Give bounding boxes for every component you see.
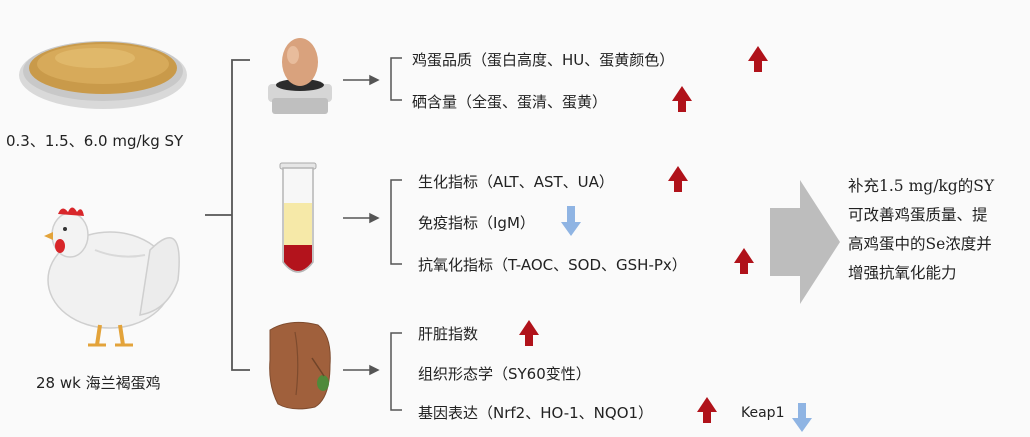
item-egg-quality: 鸡蛋品质（蛋白高度、HU、蛋黄颜色） bbox=[412, 51, 675, 69]
item-biochemical: 生化指标（ALT、AST、UA） bbox=[418, 173, 614, 191]
trend-down-arrow bbox=[792, 403, 812, 432]
item-histomorphology: 组织形态学（SY60变性） bbox=[418, 365, 591, 383]
item-immune: 免疫指标（IgM） bbox=[418, 214, 535, 232]
trend-up-arrow bbox=[748, 46, 768, 72]
liver-icon bbox=[269, 321, 331, 410]
egg-icon bbox=[268, 38, 332, 114]
conclusion-line: 高鸡蛋中的Se浓度并 bbox=[848, 235, 992, 253]
subject-label: 28 wk 海兰褐蛋鸡 bbox=[36, 374, 161, 392]
conclusion-text: 补充1.5 mg/kg的SY 可改善鸡蛋质量、提 高鸡蛋中的Se浓度并 增强抗氧… bbox=[848, 172, 1028, 288]
connector-arrows bbox=[343, 74, 380, 376]
item-antioxidant: 抗氧化指标（T-AOC、SOD、GSH-Px） bbox=[418, 256, 687, 274]
conclusion-line: 增强抗氧化能力 bbox=[848, 264, 957, 282]
item-liver-index: 肝脏指数 bbox=[418, 325, 479, 343]
item-gene-expression: 基因表达（Nrf2、HO-1、NQO1） bbox=[418, 404, 654, 422]
trend-up-arrow bbox=[734, 248, 754, 274]
conclusion-line: 可改善鸡蛋质量、提 bbox=[848, 206, 988, 224]
item-selenium-content: 硒含量（全蛋、蛋清、蛋黄） bbox=[412, 93, 608, 111]
hen-icon bbox=[44, 207, 180, 347]
blood-tube-icon bbox=[279, 162, 317, 273]
item-keap1: Keap1 bbox=[741, 405, 785, 421]
trend-up-arrow bbox=[672, 86, 692, 112]
conclusion-arrow bbox=[770, 180, 840, 304]
trend-up-arrow bbox=[668, 166, 688, 192]
main-bracket bbox=[205, 59, 250, 371]
conclusion-line: 补充1.5 mg/kg的SY bbox=[848, 177, 995, 195]
trend-up-arrow bbox=[519, 320, 539, 346]
group-brackets bbox=[390, 57, 402, 411]
dose-label: 0.3、1.5、6.0 mg/kg SY bbox=[6, 132, 184, 150]
powder-dish-icon bbox=[19, 41, 187, 109]
trend-up-arrow bbox=[697, 397, 717, 423]
trend-down-arrow bbox=[561, 206, 581, 236]
